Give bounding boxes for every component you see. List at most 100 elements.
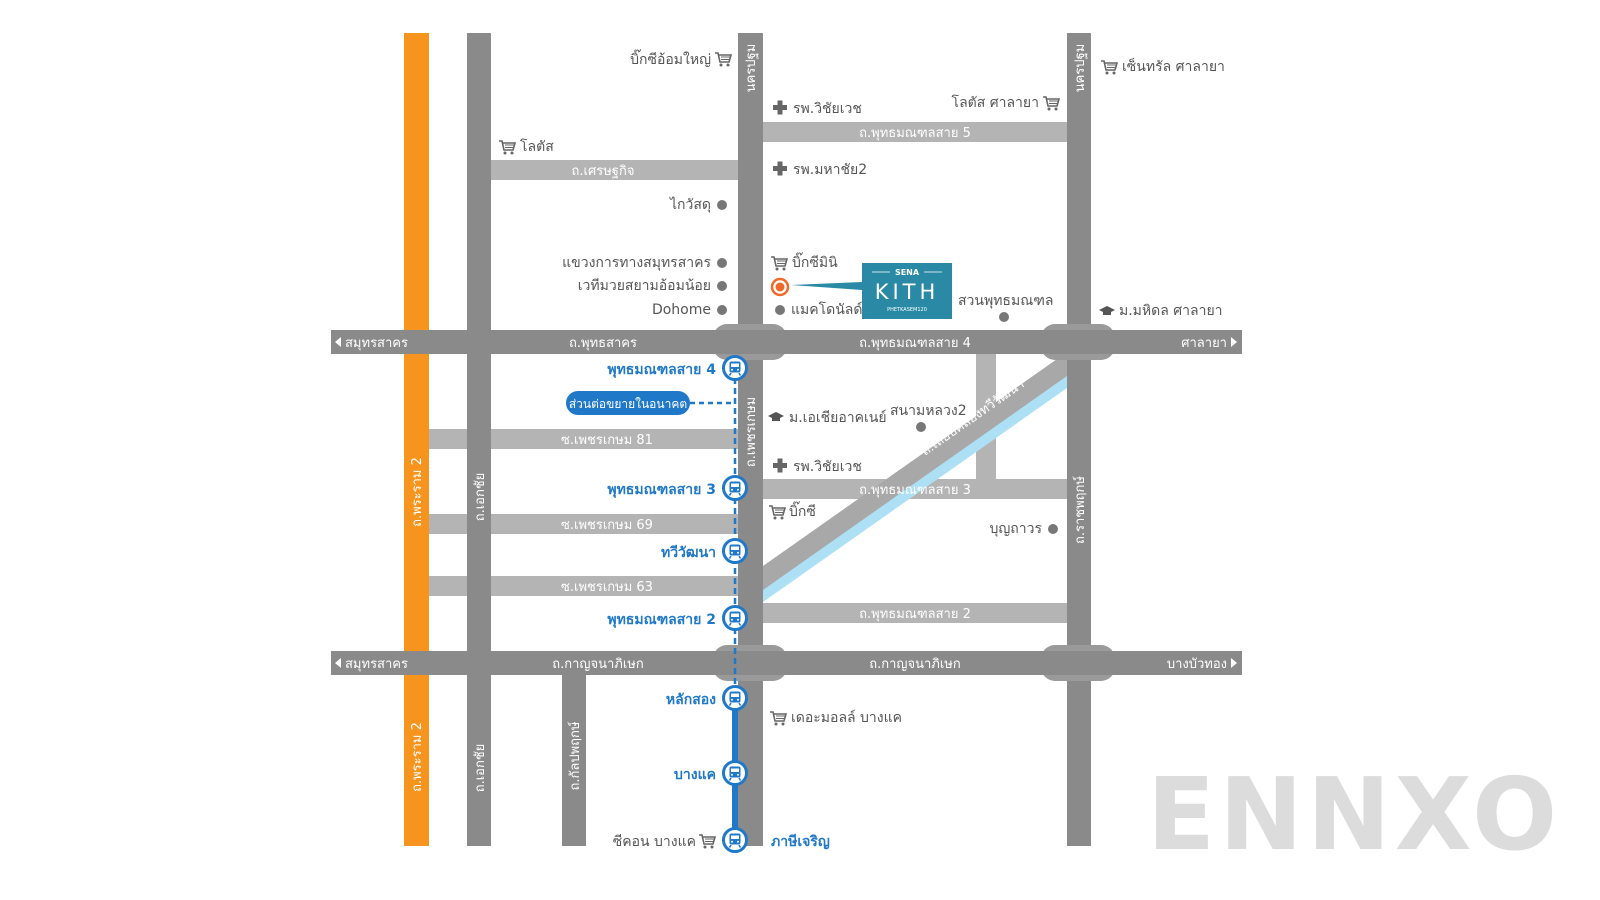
poi-dot-icon: [717, 258, 727, 268]
arrow-right-icon: [1231, 658, 1237, 668]
train-icon: [722, 475, 748, 501]
extension-label: ส่วนต่อขยายในอนาคต: [569, 397, 687, 411]
hospital-icon: [773, 161, 787, 176]
road-soi81: [428, 429, 738, 449]
poi-label: ม.มหิดล ศาลายา: [1119, 303, 1223, 319]
poi-label: แขวงการทางสมุทรสาคร: [562, 255, 711, 271]
graduation-cap-icon: [768, 412, 784, 421]
direction-label: ศาลายา: [1181, 336, 1227, 351]
road-kanlapaphruek: [562, 675, 586, 846]
hospital-icon: [773, 458, 787, 473]
road-label: ซ.เพชรเกษม 69: [561, 518, 653, 533]
poi-dot-icon: [717, 305, 727, 315]
poi-label: เดอะมอลล์ บางแค: [791, 709, 902, 726]
poi-label: บุญถาวร: [989, 521, 1042, 537]
project-pointer: [791, 282, 862, 290]
poi-dot-icon: [717, 281, 727, 291]
extension-badge: [566, 391, 690, 415]
road-rama2: [404, 33, 429, 846]
poi-label: โลตัส: [520, 138, 554, 155]
poi-label: รพ.วิชัยเวช: [793, 459, 862, 475]
poi-label: Dohome: [652, 302, 711, 318]
road-label: ถ.เพชรเกษม: [744, 397, 759, 467]
poi-label: รพ.วิชัยเวช: [793, 101, 862, 117]
poi-label: บิ๊กซีอ้อมใหญ่: [630, 49, 711, 68]
poi-dot-icon: [1048, 524, 1058, 534]
train-icon: [722, 355, 748, 381]
road-label: ถ.เศรษฐกิจ: [572, 164, 635, 179]
road-label: ถ.พุทธมณฑลสาย 5: [859, 126, 971, 141]
poi-dot-icon: [916, 422, 926, 432]
road-label: ถ.พุทธมณฑลสาย 4: [859, 336, 971, 351]
road-ratchaphruek: [1067, 33, 1091, 846]
station-label: พุทธมณฑลสาย 4: [607, 362, 716, 378]
arrow-left-icon: [335, 337, 341, 347]
road-canal-thawiwatthana: [763, 352, 1067, 590]
poi-label: เซ็นทรัล ศาลายา: [1122, 57, 1225, 75]
poi-label: ซีคอน บางแค: [613, 834, 696, 850]
project-subtitle: PHETKASEM120: [887, 307, 927, 313]
station-label: ทวีวัฒนา: [661, 545, 716, 561]
graduation-cap-icon: [1099, 306, 1115, 315]
cart-icon: [768, 505, 786, 520]
poi-label: ม.เอเชียอาคเนย์: [789, 409, 887, 426]
road-label: ถ.เอกชัย: [473, 744, 488, 793]
station-label: ภาษีเจริญ: [771, 834, 830, 850]
cart-icon: [714, 52, 732, 67]
train-icon: [722, 538, 748, 564]
road-label: ซ.เพชรเกษม 63: [561, 580, 653, 595]
cart-icon: [769, 711, 787, 726]
road-label: ซ.เพชรเกษม 81: [561, 433, 653, 448]
road-soi69: [428, 514, 738, 534]
road-label: ถ.เอกชัย: [473, 473, 488, 522]
road-ekkachai: [467, 33, 491, 846]
cart-icon: [1100, 60, 1118, 75]
project-brand: SENA: [895, 268, 920, 277]
road-label: ถ.กาญจนาภิเษก: [869, 657, 961, 672]
road-label: ถ.ราชพฤกษ์: [1072, 476, 1088, 544]
train-icon: [722, 827, 748, 853]
poi-label: แมคโดนัลด์: [791, 301, 862, 318]
direction-label: บางบัวทอง: [1167, 657, 1227, 672]
road-label: ถ.กัลปพฤกษ์: [567, 721, 583, 790]
road-label: ถ.พุทธมณฑลสาย 3: [859, 483, 971, 498]
poi-label: โลตัส ศาลายา: [952, 94, 1039, 111]
road-phutthamonthon5: [763, 122, 1067, 142]
road-setthakit: [491, 160, 738, 180]
road-label: นครปฐม: [1073, 44, 1088, 93]
project-name: KITH: [875, 280, 940, 304]
road-label: ถ.พุทธสาคร: [569, 336, 637, 351]
train-icon: [722, 605, 748, 631]
poi-label: สนามหลวง2: [890, 403, 967, 419]
poi-label: บิ๊กซี: [789, 501, 816, 520]
cart-icon: [698, 834, 716, 849]
hospital-icon: [773, 100, 787, 115]
cart-icon: [1042, 96, 1060, 111]
train-icon: [722, 685, 748, 711]
station-label: หลักสอง: [666, 692, 716, 708]
road-label: ถ.พระราม 2: [410, 457, 425, 527]
road-phetkasem: [738, 33, 763, 846]
arrow-right-icon: [1231, 337, 1237, 347]
road-label: นครปฐม: [744, 44, 759, 93]
poi-dot-icon: [717, 200, 727, 210]
poi-label: รพ.มหาชัย2: [793, 162, 867, 178]
road-label: ถ.พุทธมณฑลสาย 2: [859, 607, 971, 622]
road-soi63: [428, 576, 738, 596]
cart-icon: [770, 256, 788, 271]
direction-label: สมุทรสาคร: [345, 336, 408, 351]
road-phutthamonthon2: [763, 603, 1067, 623]
arrow-left-icon: [335, 658, 341, 668]
road-label: ถ.พระราม 2: [410, 722, 425, 792]
direction-label: สมุทรสาคร: [345, 657, 408, 672]
poi-label: สวนพุทธมณฑล: [958, 293, 1053, 309]
poi-label: บิ๊กซีมินิ: [792, 252, 838, 271]
poi-label: เวทีมวยสยามอ้อมน้อย: [578, 278, 711, 294]
poi-dot-icon: [775, 305, 785, 315]
poi-dot-icon: [999, 312, 1009, 322]
station-label: พุทธมณฑลสาย 3: [607, 482, 716, 498]
road-label: ถ.กาญจนาภิเษก: [552, 657, 644, 672]
station-label: บางแค: [674, 767, 716, 783]
station-label: พุทธมณฑลสาย 2: [607, 612, 716, 628]
